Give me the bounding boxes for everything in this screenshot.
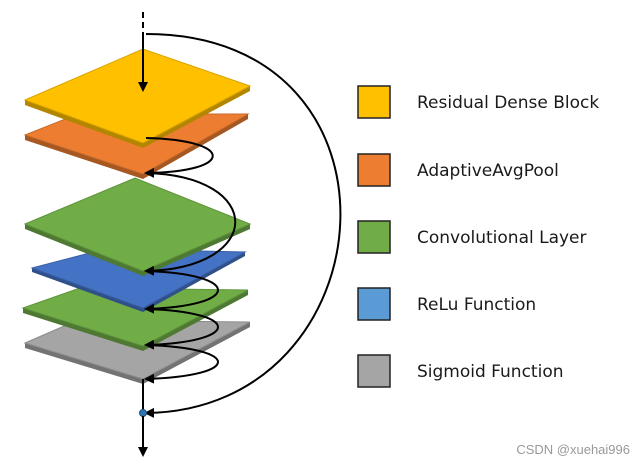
residual-skip-arc	[144, 33, 342, 418]
legend-swatch-adaptive-avg-pool	[357, 153, 391, 187]
convolutional-layer-1	[23, 177, 252, 276]
loop-arrow-4	[144, 308, 219, 350]
legend-item-relu-function: ReLu Function	[357, 287, 536, 321]
legend-item-adaptive-avg-pool: AdaptiveAvgPool	[357, 153, 559, 187]
legend-swatch-sigmoid-function	[357, 354, 391, 388]
legend-swatch-relu-function	[357, 287, 391, 321]
sigmoid-layer	[23, 319, 251, 384]
legend: Residual Dense Block AdaptiveAvgPool Con…	[357, 85, 599, 388]
loop-arrow-2	[144, 172, 237, 276]
loop-arrow-3	[144, 270, 219, 314]
legend-label-residual-dense-block: Residual Dense Block	[417, 93, 599, 113]
legend-swatch-residual-dense-block	[357, 85, 391, 119]
legend-label-convolutional-layer: Convolutional Layer	[417, 228, 587, 248]
convolutional-layer-2-face	[21, 287, 249, 347]
residual-dense-block-layer-edge	[25, 86, 250, 148]
legend-item-convolutional-layer: Convolutional Layer	[357, 220, 587, 254]
legend-label-relu-function: ReLu Function	[417, 295, 536, 315]
loop-arrow-5	[144, 344, 219, 384]
convolutional-layer-1-face	[23, 177, 252, 272]
merge-junction-dot	[139, 409, 147, 417]
legend-item-residual-dense-block: Residual Dense Block	[357, 85, 599, 119]
sigmoid-layer-face	[23, 319, 251, 380]
loop-arrow-1	[144, 137, 214, 178]
convolutional-layer-2	[21, 287, 249, 351]
connection-arrows	[138, 12, 342, 457]
legend-label-sigmoid-function: Sigmoid Function	[417, 362, 564, 382]
layer-stack	[21, 48, 252, 384]
watermark-text: CSDN @xuehai996	[516, 442, 630, 457]
residual-dense-block-layer-face	[23, 48, 252, 144]
legend-swatch-convolutional-layer	[357, 220, 391, 254]
legend-item-sigmoid-function: Sigmoid Function	[357, 354, 564, 388]
residual-dense-block-layer	[23, 48, 252, 148]
legend-label-adaptive-avg-pool: AdaptiveAvgPool	[417, 161, 559, 181]
